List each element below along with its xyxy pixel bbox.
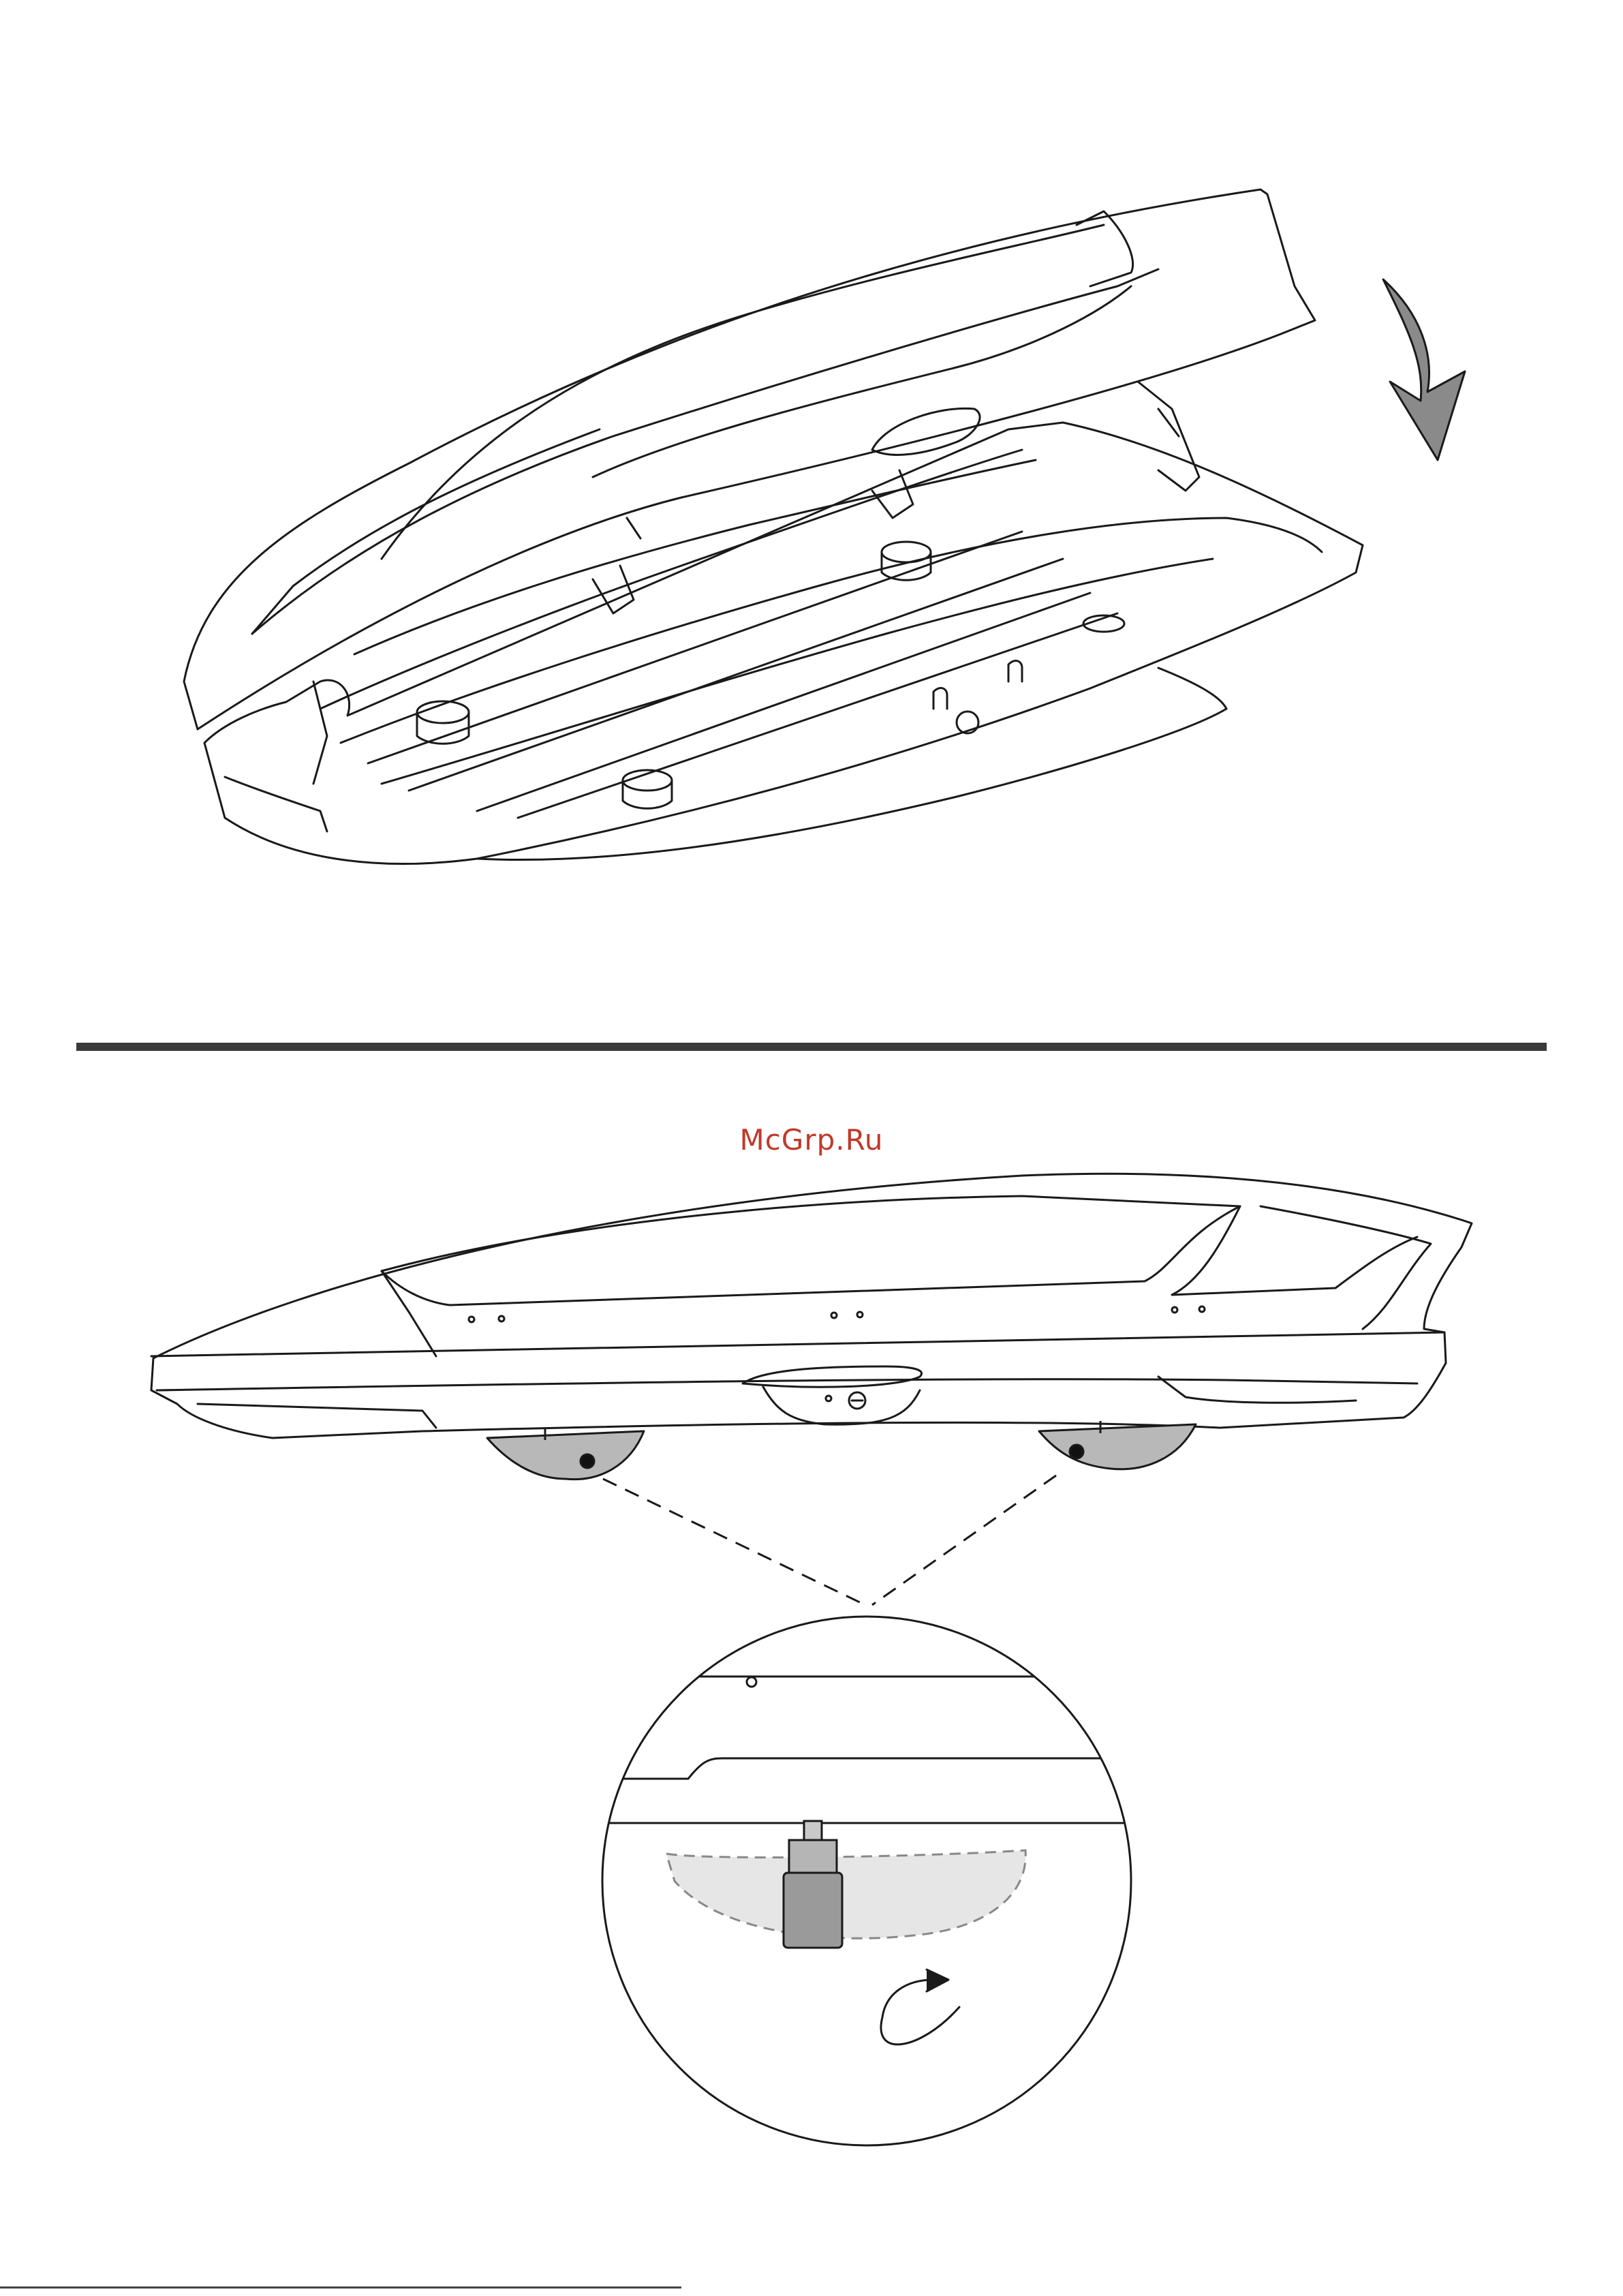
footer-rule xyxy=(0,2286,681,2289)
mount-bracket-right xyxy=(1039,1424,1196,1469)
zoom-leader-right xyxy=(872,1475,1056,1605)
box-side-profile xyxy=(151,1174,1472,1438)
latch-housing xyxy=(789,1840,837,1873)
mount-bracket-left xyxy=(487,1431,644,1480)
rotate-clockwise-icon xyxy=(881,1970,959,2045)
bracket-ghost xyxy=(666,1850,1025,1938)
bracket-pivot-right xyxy=(1070,1445,1083,1458)
latch-stem xyxy=(804,1821,822,1840)
bracket-pivot-left xyxy=(581,1454,594,1468)
latch-handle xyxy=(784,1873,842,1948)
side-handle xyxy=(743,1366,922,1387)
zoom-leader-left xyxy=(603,1479,865,1605)
